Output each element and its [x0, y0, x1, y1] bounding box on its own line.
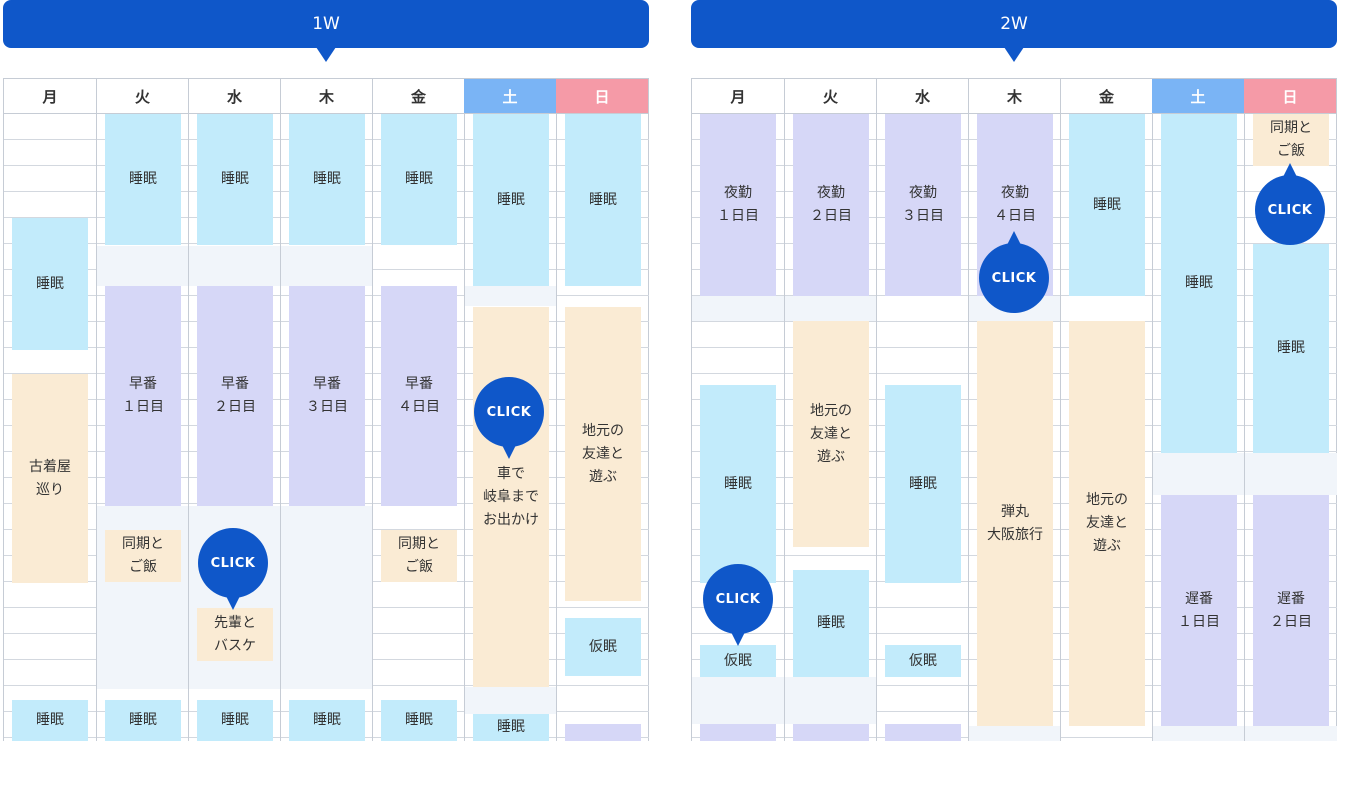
- day-header-mon: 月: [692, 78, 784, 114]
- day-header-fri: 金: [372, 78, 464, 114]
- event-sleep[interactable]: 睡眠: [793, 570, 869, 677]
- event-late-shift[interactable]: 遅番 ２日目: [1253, 495, 1329, 726]
- event-early-shift[interactable]: 早番 ２日目: [197, 286, 273, 506]
- event-next-shift-start[interactable]: [565, 724, 641, 741]
- event-sleep[interactable]: 睡眠: [473, 114, 549, 286]
- week-1-schedule-table: 月 火 水 木 金 土 日 睡眠 古着屋 巡り 睡眠 睡眠 早番 １日目 同期と…: [3, 78, 649, 741]
- event-basketball-with-senior[interactable]: 先輩と バスケ: [197, 608, 273, 661]
- day-column-mon: 睡眠 古着屋 巡り 睡眠: [4, 114, 96, 741]
- event-dinner-with-colleagues[interactable]: 同期と ご飯: [105, 530, 181, 582]
- click-callout-mon[interactable]: CLICK: [703, 564, 773, 646]
- event-late-shift[interactable]: 遅番 １日目: [1161, 495, 1237, 726]
- event-sleep[interactable]: 睡眠: [565, 114, 641, 286]
- day-header-thu: 木: [280, 78, 372, 114]
- day-header-sat: 土: [1152, 78, 1244, 114]
- event-nap[interactable]: 仮眠: [885, 645, 961, 677]
- day-header-sun: 日: [556, 78, 648, 114]
- day-column-tue: 睡眠 早番 １日目 同期と ご飯 睡眠: [96, 114, 188, 741]
- event-sleep[interactable]: 睡眠: [381, 114, 457, 245]
- day-column-wed: 睡眠 早番 ２日目 先輩と バスケ 睡眠: [188, 114, 280, 741]
- event-early-shift[interactable]: 早番 ３日目: [289, 286, 365, 506]
- week-1-panel: 1W 月 火 水 木 金 土 日 睡眠 古着屋 巡り 睡眠 睡眠 早番 １日目 …: [3, 0, 649, 741]
- event-dinner-with-colleagues[interactable]: 同期と ご飯: [381, 530, 457, 582]
- day-column-tue: 夜勤 ２日目 地元の 友達と 遊ぶ 睡眠: [784, 114, 876, 741]
- event-next-shift-start[interactable]: [700, 724, 776, 741]
- day-header-wed: 水: [876, 78, 968, 114]
- event-sleep[interactable]: 睡眠: [12, 218, 88, 350]
- event-early-shift[interactable]: 早番 １日目: [105, 286, 181, 506]
- event-sleep[interactable]: 睡眠: [885, 385, 961, 583]
- day-header-wed: 水: [188, 78, 280, 114]
- day-column-mon: 夜勤 １日目 睡眠 仮眠: [692, 114, 784, 741]
- event-sleep[interactable]: 睡眠: [473, 714, 549, 741]
- event-night-shift[interactable]: 夜勤 １日目: [700, 114, 776, 296]
- event-sleep[interactable]: 睡眠: [289, 114, 365, 245]
- week-1-header: 1W: [3, 0, 649, 62]
- day-header-fri: 金: [1060, 78, 1152, 114]
- event-sleep[interactable]: 睡眠: [105, 700, 181, 741]
- event-night-shift[interactable]: 夜勤 ３日目: [885, 114, 961, 296]
- event-next-shift-start[interactable]: [793, 724, 869, 741]
- event-next-shift-start[interactable]: [885, 724, 961, 741]
- event-sleep[interactable]: 睡眠: [197, 700, 273, 741]
- event-night-shift[interactable]: 夜勤 ２日目: [793, 114, 869, 296]
- event-sleep[interactable]: 睡眠: [700, 385, 776, 583]
- day-header-tue: 火: [96, 78, 188, 114]
- event-nap[interactable]: 仮眠: [700, 645, 776, 677]
- click-callout-wed[interactable]: CLICK: [198, 528, 268, 610]
- day-column-wed: 夜勤 ３日目 睡眠 仮眠: [876, 114, 968, 741]
- click-callout-sun[interactable]: CLICK: [1255, 163, 1325, 245]
- week-2-panel: 2W 月 火 水 木 金 土 日 夜勤 １日目 睡眠 仮眠 夜勤 ２日目 地元の…: [691, 0, 1337, 741]
- day-column-sat: 睡眠 遅番 １日目: [1152, 114, 1244, 741]
- week-2-header: 2W: [691, 0, 1337, 62]
- day-column-sat: 睡眠 車で 岐阜まで お出かけ 睡眠: [464, 114, 556, 741]
- event-sleep[interactable]: 睡眠: [1161, 114, 1237, 453]
- day-column-sun: 睡眠 地元の 友達と 遊ぶ 仮眠: [556, 114, 649, 741]
- event-nap[interactable]: 仮眠: [565, 618, 641, 676]
- click-callout-sat[interactable]: CLICK: [474, 377, 544, 459]
- event-sleep[interactable]: 睡眠: [289, 700, 365, 741]
- click-callout-thu[interactable]: CLICK: [979, 231, 1049, 313]
- event-bullet-trip-to-osaka[interactable]: 弾丸 大阪旅行: [977, 321, 1053, 726]
- event-hangout-with-local-friends[interactable]: 地元の 友達と 遊ぶ: [565, 307, 641, 601]
- event-sleep[interactable]: 睡眠: [1253, 244, 1329, 453]
- event-drive-to-gifu[interactable]: 車で 岐阜まで お出かけ: [473, 307, 549, 687]
- event-dinner-with-colleagues[interactable]: 同期と ご飯: [1253, 114, 1329, 166]
- day-header-sun: 日: [1244, 78, 1336, 114]
- event-vintage-shopping[interactable]: 古着屋 巡り: [12, 374, 88, 583]
- day-header-tue: 火: [784, 78, 876, 114]
- week-2-schedule-table: 月 火 水 木 金 土 日 夜勤 １日目 睡眠 仮眠 夜勤 ２日目 地元の 友達…: [691, 78, 1337, 741]
- event-sleep[interactable]: 睡眠: [105, 114, 181, 245]
- event-sleep[interactable]: 睡眠: [12, 700, 88, 741]
- event-early-shift[interactable]: 早番 ４日目: [381, 286, 457, 506]
- event-hangout-with-local-friends[interactable]: 地元の 友達と 遊ぶ: [1069, 321, 1145, 726]
- day-header-thu: 木: [968, 78, 1060, 114]
- event-hangout-with-local-friends[interactable]: 地元の 友達と 遊ぶ: [793, 321, 869, 547]
- day-column-thu: 夜勤 ４日目 弾丸 大阪旅行: [968, 114, 1060, 741]
- event-sleep[interactable]: 睡眠: [197, 114, 273, 245]
- day-column-fri: 睡眠 地元の 友達と 遊ぶ: [1060, 114, 1152, 741]
- day-header-sat: 土: [464, 78, 556, 114]
- day-column-fri: 睡眠 早番 ４日目 同期と ご飯 睡眠: [372, 114, 464, 741]
- day-column-thu: 睡眠 早番 ３日目 睡眠: [280, 114, 372, 741]
- event-sleep[interactable]: 睡眠: [381, 700, 457, 741]
- event-sleep[interactable]: 睡眠: [1069, 114, 1145, 296]
- day-header-mon: 月: [4, 78, 96, 114]
